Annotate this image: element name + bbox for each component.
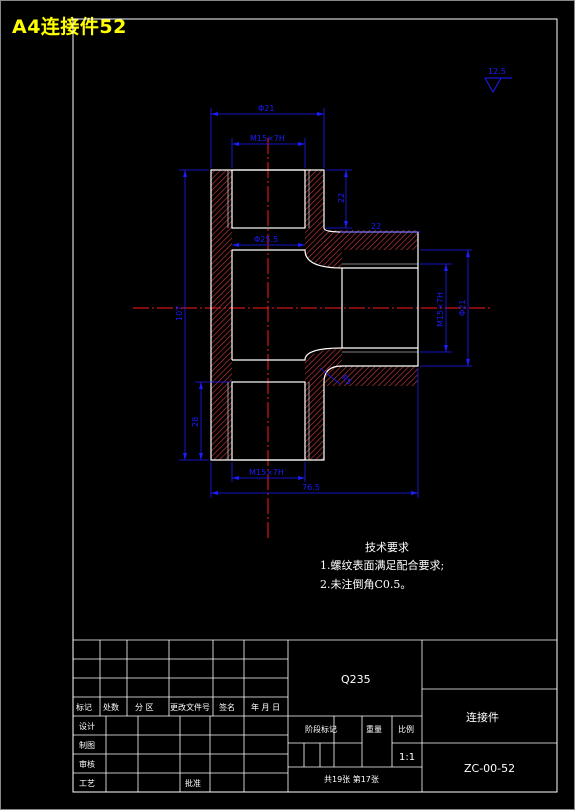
dim-top-thread: M15×7H (250, 134, 285, 143)
title-block (73, 639, 557, 792)
scale-value: 1:1 (399, 752, 415, 763)
centerlines (133, 138, 492, 540)
tech-heading: 技术要求 (365, 541, 409, 554)
scale-label: 比例 (398, 724, 414, 734)
header-mark: 标记 (76, 702, 92, 712)
drawing-number: ZC-00-52 (464, 762, 515, 775)
stage-label: 阶段标记 (305, 724, 337, 734)
row-review: 审核 (79, 759, 95, 769)
drawing-frame (72, 18, 558, 793)
sheets-count: 共19张 第17张 (324, 774, 379, 784)
section-hatching (211, 170, 418, 460)
sheet-title: A4连接件52 (12, 16, 127, 38)
dim-top-width: Φ21 (258, 104, 274, 113)
tech-item-1: 1.螺纹表面满足配合要求; (320, 558, 444, 572)
thread-lines (227, 170, 418, 460)
row-process: 工艺 (79, 779, 95, 788)
tech-requirements: 技术要求 1.螺纹表面满足配合要求; 2.未注倒角C0.5。 (320, 541, 444, 591)
header-zone: 分 区 (135, 703, 154, 712)
dim-branch-length: 22 (371, 222, 381, 231)
dim-branch-thread: M15×7H (436, 292, 445, 327)
tech-item-2: 2.未注倒角C0.5。 (320, 577, 411, 591)
title-block-text: Q235 连接件 ZC-00-52 阶段标记 重量 比例 1:1 共19张 第1… (76, 673, 515, 788)
dimension-labels: Φ21 M15×7H 22 22 Φ25.5 107 28 M15×7H 76.… (175, 104, 467, 492)
roughness-symbol: 12.5 (484, 67, 512, 94)
dim-top-depth: 22 (337, 193, 346, 203)
dimension-lines (179, 108, 472, 498)
header-date: 年 月 日 (251, 702, 280, 712)
dim-overall-height: 107 (175, 306, 184, 321)
header-signature: 签名 (219, 702, 235, 712)
header-change-doc: 更改文件号 (170, 702, 210, 712)
dim-bottom-thread: M15×7H (249, 468, 284, 477)
row-design: 设计 (79, 721, 95, 731)
header-count: 处数 (103, 702, 119, 712)
dim-bore: Φ25.5 (254, 235, 278, 244)
approve-label: 批准 (185, 778, 201, 788)
dim-overall-width: 76.5 (302, 483, 320, 492)
dim-bottom-depth: 28 (191, 417, 200, 427)
dim-branch-dia: Φ21 (458, 300, 467, 316)
weight-label: 重量 (366, 724, 382, 734)
roughness-value: 12.5 (488, 67, 506, 76)
dimension-arrows (183, 112, 470, 495)
part-name: 连接件 (466, 711, 499, 724)
row-drafting: 制图 (79, 740, 95, 750)
material: Q235 (341, 673, 371, 686)
part-outline (210, 169, 419, 461)
